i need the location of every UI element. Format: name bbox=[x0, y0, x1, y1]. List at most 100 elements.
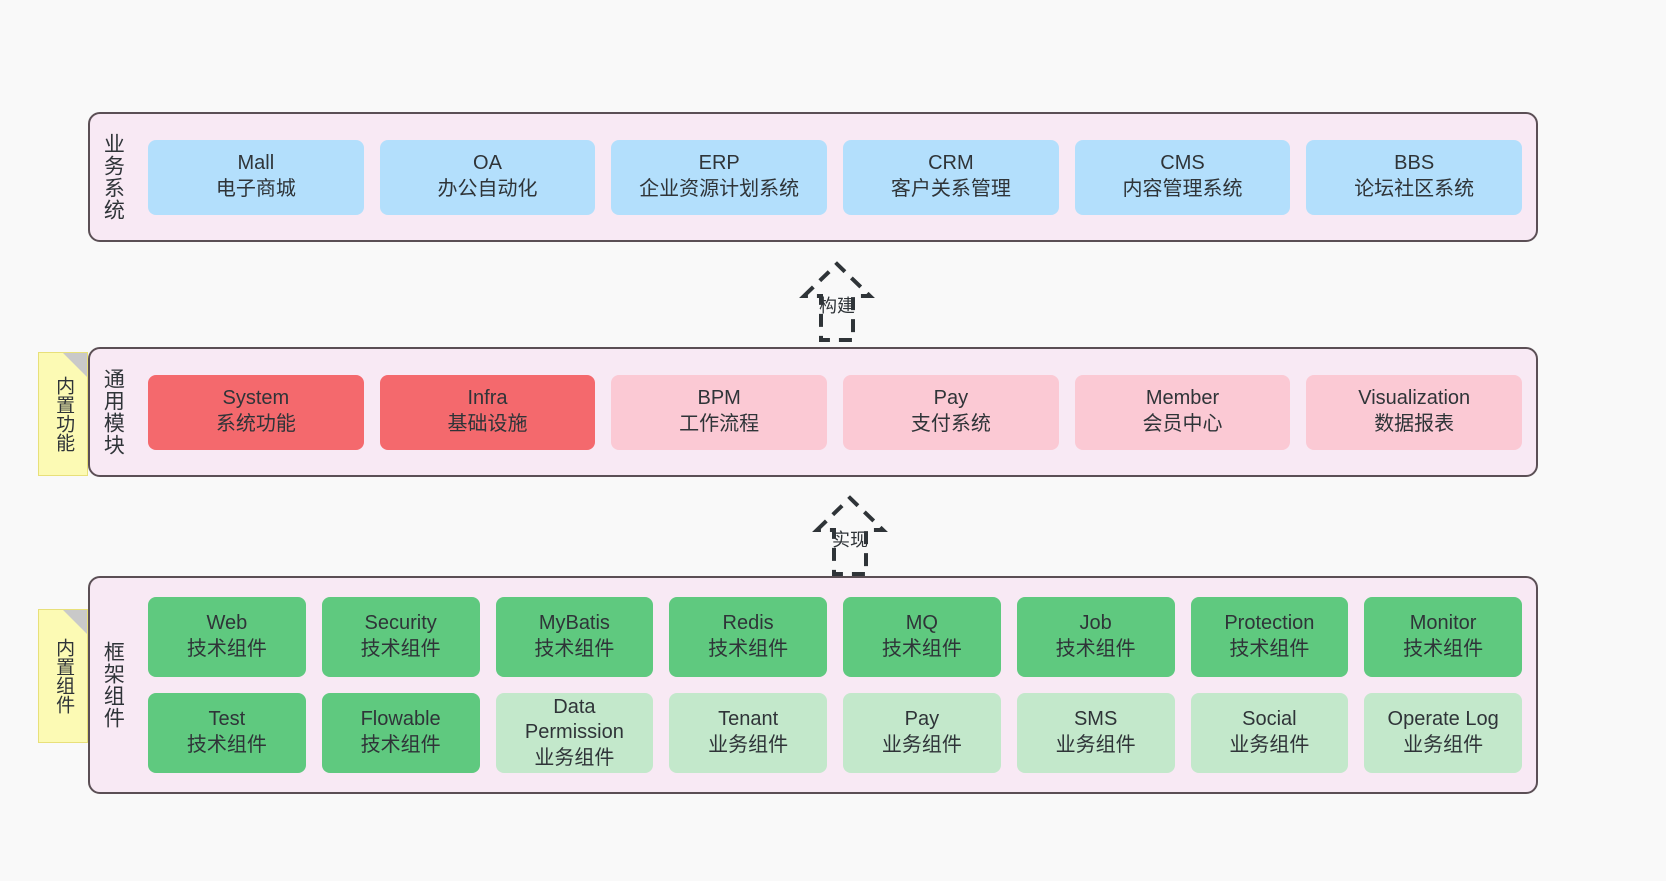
card-redis[interactable]: Redis 技术组件 bbox=[669, 597, 827, 677]
card-data-permission-name: Data Permission bbox=[524, 695, 624, 744]
card-operate-log-desc: 业务组件 bbox=[1403, 734, 1484, 756]
card-visualization-name: Visualization bbox=[1358, 387, 1471, 410]
card-social-name: Social bbox=[1242, 708, 1297, 731]
card-mall-desc: 电子商城 bbox=[215, 178, 296, 200]
card-protection[interactable]: Protection 技术组件 bbox=[1190, 597, 1349, 677]
sticky-note-builtin-features: 内置功能 bbox=[38, 352, 88, 476]
card-infra[interactable]: Infra 基础设施 bbox=[379, 374, 596, 450]
arrow-build-label: 构建 bbox=[819, 296, 855, 316]
card-flowable-name: Flowable bbox=[360, 708, 441, 731]
common-card-row: System 系统功能 Infra 基础设施 BPM 工作流程 Pay 支付系统… bbox=[148, 374, 1523, 450]
card-monitor-desc: 技术组件 bbox=[1403, 638, 1484, 660]
card-oa[interactable]: OA 办公自动化 bbox=[379, 139, 596, 215]
card-sms-name: SMS bbox=[1073, 708, 1118, 731]
card-mybatis-name: MyBatis bbox=[538, 612, 610, 635]
framework-card-row-technical: Web 技术组件 Security 技术组件 MyBatis 技术组件 Redi… bbox=[148, 597, 1522, 677]
arrow-implement-icon bbox=[812, 495, 888, 576]
card-job[interactable]: Job 技术组件 bbox=[1016, 597, 1175, 677]
card-tenant-desc: 业务组件 bbox=[708, 734, 789, 756]
card-monitor[interactable]: Monitor 技术组件 bbox=[1364, 597, 1522, 677]
framework-card-row-business: Test 技术组件 Flowable 技术组件 Data Permission … bbox=[148, 693, 1522, 773]
card-crm[interactable]: CRM 客户关系管理 bbox=[843, 139, 1059, 215]
card-cms-desc: 内容管理系统 bbox=[1122, 178, 1243, 200]
layer-business-systems: 业务系统 Mall 电子商城 OA 办公自动化 ERP 企业资源计划系统 CRM… bbox=[88, 112, 1538, 242]
card-cms[interactable]: CMS 内容管理系统 bbox=[1074, 139, 1291, 215]
card-system[interactable]: System 系统功能 bbox=[148, 374, 364, 450]
layer-framework-components: 框架组件 Web 技术组件 Security 技术组件 MyBatis 技术组件… bbox=[88, 576, 1538, 794]
layer-common-body: System 系统功能 Infra 基础设施 BPM 工作流程 Pay 支付系统… bbox=[134, 349, 1536, 475]
card-visualization[interactable]: Visualization 数据报表 bbox=[1306, 374, 1523, 450]
card-web-name: Web bbox=[206, 612, 248, 635]
card-security[interactable]: Security 技术组件 bbox=[321, 597, 480, 677]
card-security-desc: 技术组件 bbox=[360, 638, 441, 660]
card-erp-name: ERP bbox=[698, 152, 740, 175]
card-erp[interactable]: ERP 企业资源计划系统 bbox=[611, 139, 828, 215]
layer-business-body: Mall 电子商城 OA 办公自动化 ERP 企业资源计划系统 CRM 客户关系… bbox=[134, 114, 1536, 240]
card-web-desc: 技术组件 bbox=[186, 638, 267, 660]
layer-framework-title: 框架组件 bbox=[101, 641, 125, 729]
card-job-name: Job bbox=[1079, 612, 1112, 635]
layer-common-title: 通用模块 bbox=[101, 368, 125, 456]
sticky-note-builtin-features-label: 内置功能 bbox=[53, 376, 75, 452]
card-mq-desc: 技术组件 bbox=[881, 638, 962, 660]
card-oa-desc: 办公自动化 bbox=[437, 178, 538, 200]
sticky-note-builtin-components: 内置组件 bbox=[38, 609, 88, 743]
card-bpm[interactable]: BPM 工作流程 bbox=[611, 374, 828, 450]
card-operate-log-name: Operate Log bbox=[1387, 708, 1499, 731]
card-bbs[interactable]: BBS 论坛社区系统 bbox=[1306, 139, 1523, 215]
card-data-permission[interactable]: Data Permission 业务组件 bbox=[495, 693, 654, 773]
card-member-desc: 会员中心 bbox=[1142, 413, 1223, 435]
card-test-desc: 技术组件 bbox=[186, 734, 267, 756]
card-protection-name: Protection bbox=[1224, 612, 1315, 635]
card-bbs-name: BBS bbox=[1394, 152, 1435, 175]
card-redis-name: Redis bbox=[722, 612, 774, 635]
card-mall[interactable]: Mall 电子商城 bbox=[148, 139, 364, 215]
card-pay-common-name: Pay bbox=[933, 387, 969, 410]
card-infra-desc: 基础设施 bbox=[447, 413, 528, 435]
card-crm-desc: 客户关系管理 bbox=[890, 178, 1011, 200]
card-operate-log[interactable]: Operate Log 业务组件 bbox=[1364, 693, 1522, 773]
card-pay-framework-desc: 业务组件 bbox=[881, 734, 962, 756]
card-crm-name: CRM bbox=[928, 152, 974, 175]
card-test[interactable]: Test 技术组件 bbox=[148, 693, 306, 773]
card-bpm-name: BPM bbox=[697, 387, 741, 410]
card-sms-desc: 业务组件 bbox=[1055, 734, 1136, 756]
card-social[interactable]: Social 业务组件 bbox=[1190, 693, 1349, 773]
card-mall-name: Mall bbox=[237, 152, 275, 175]
card-member-name: Member bbox=[1145, 387, 1220, 410]
card-erp-desc: 企业资源计划系统 bbox=[639, 178, 800, 200]
card-monitor-name: Monitor bbox=[1409, 612, 1477, 635]
card-protection-desc: 技术组件 bbox=[1229, 638, 1310, 660]
card-tenant-name: Tenant bbox=[718, 708, 779, 731]
card-tenant[interactable]: Tenant 业务组件 bbox=[669, 693, 827, 773]
card-social-desc: 业务组件 bbox=[1229, 734, 1310, 756]
card-test-name: Test bbox=[208, 708, 246, 731]
card-visualization-desc: 数据报表 bbox=[1374, 413, 1455, 435]
card-cms-name: CMS bbox=[1160, 152, 1205, 175]
card-mq[interactable]: MQ 技术组件 bbox=[843, 597, 1001, 677]
card-mybatis[interactable]: MyBatis 技术组件 bbox=[495, 597, 654, 677]
card-mq-name: MQ bbox=[905, 612, 938, 635]
card-security-name: Security bbox=[364, 612, 437, 635]
card-pay-common-desc: 支付系统 bbox=[910, 413, 991, 435]
card-pay-framework[interactable]: Pay 业务组件 bbox=[843, 693, 1001, 773]
card-job-desc: 技术组件 bbox=[1055, 638, 1136, 660]
business-card-row: Mall 电子商城 OA 办公自动化 ERP 企业资源计划系统 CRM 客户关系… bbox=[148, 139, 1523, 215]
card-bbs-desc: 论坛社区系统 bbox=[1354, 178, 1475, 200]
card-member[interactable]: Member 会员中心 bbox=[1074, 374, 1291, 450]
arrow-build-icon bbox=[799, 261, 875, 342]
layer-business-title: 业务系统 bbox=[101, 133, 125, 221]
layer-common-modules: 通用模块 System 系统功能 Infra 基础设施 BPM 工作流程 Pay… bbox=[88, 347, 1538, 477]
card-web[interactable]: Web 技术组件 bbox=[148, 597, 306, 677]
arrow-implement: 实现 bbox=[770, 482, 930, 577]
card-sms[interactable]: SMS 业务组件 bbox=[1016, 693, 1175, 773]
card-flowable[interactable]: Flowable 技术组件 bbox=[321, 693, 480, 773]
card-pay-common[interactable]: Pay 支付系统 bbox=[843, 374, 1059, 450]
card-infra-name: Infra bbox=[467, 387, 508, 410]
card-system-name: System bbox=[222, 387, 290, 410]
card-flowable-desc: 技术组件 bbox=[360, 734, 441, 756]
card-mybatis-desc: 技术组件 bbox=[534, 638, 615, 660]
arrow-build: 构建 bbox=[757, 248, 917, 343]
card-bpm-desc: 工作流程 bbox=[679, 413, 760, 435]
